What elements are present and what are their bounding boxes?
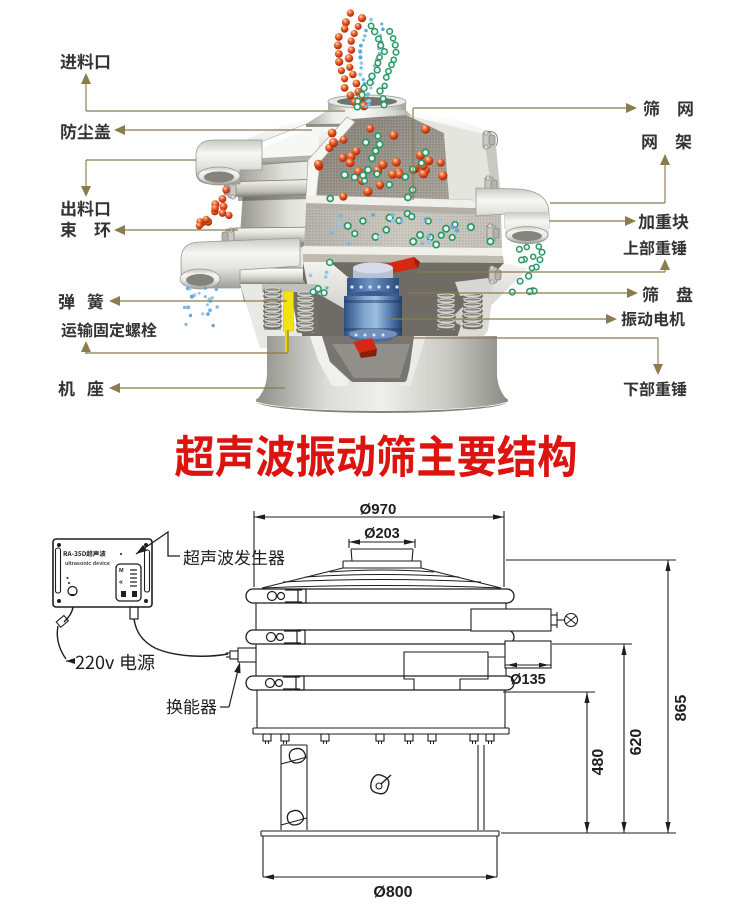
svg-text:Ø135: Ø135 [510,672,545,688]
svg-text:Ø970: Ø970 [360,501,397,518]
svg-text:Ø800: Ø800 [373,884,412,901]
svg-text:Ø203: Ø203 [364,526,399,542]
svg-text:«: « [119,579,123,586]
svg-text:ultrasonic device: ultrasonic device [65,561,110,567]
svg-text:M: M [119,568,124,574]
svg-text:620: 620 [628,729,645,756]
svg-text:865: 865 [673,695,690,722]
svg-text:480: 480 [590,749,607,776]
